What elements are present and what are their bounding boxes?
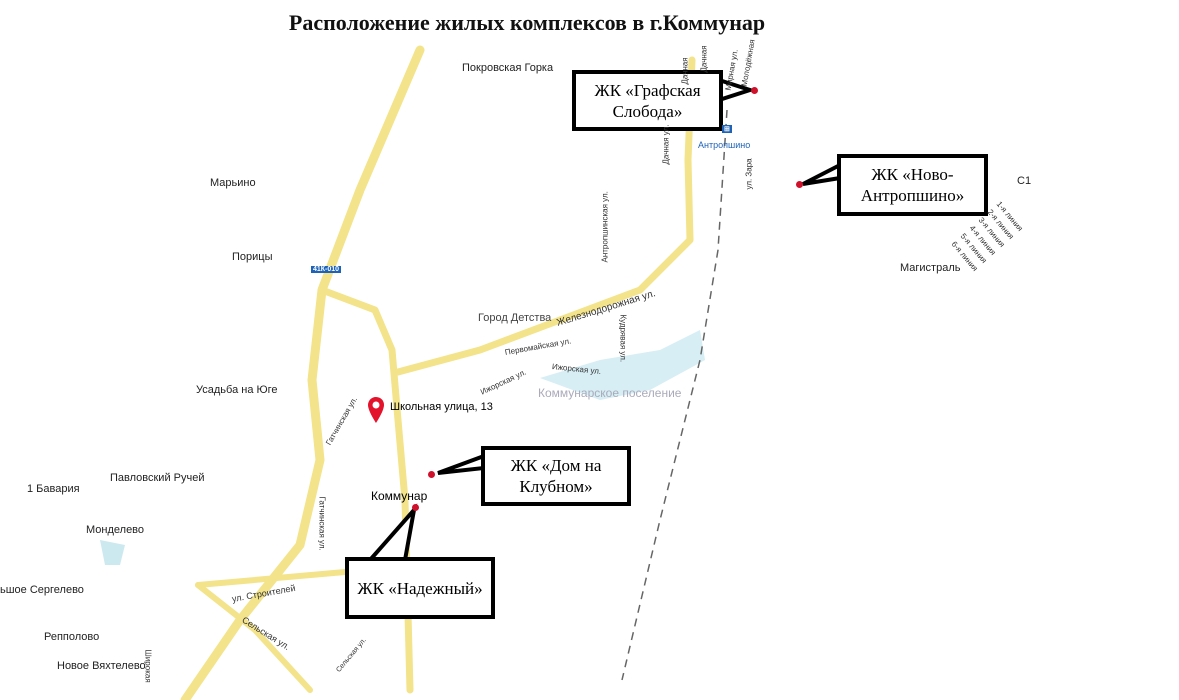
water-pond [100, 540, 125, 565]
map-title: Расположение жилых комплексов в г.Коммун… [288, 10, 766, 35]
place-magistral: Магистраль [900, 262, 961, 274]
road-stroiteley [195, 569, 348, 588]
street-antropshinskaya: Антропшинская ул. [600, 191, 610, 263]
place-reppolovo: Репполово [44, 631, 100, 643]
place-sergelevo: ьшое Сергелево [0, 584, 84, 596]
road-zheleznodorozhnaya [394, 56, 696, 376]
place-bavaria: 1 Бавария [27, 483, 80, 495]
place-kommunarskoe-poselenie: Коммунарское поселение [538, 386, 682, 400]
callout-novo-antropshino: ЖК «Ново-Антропшино» [837, 154, 988, 216]
callout-nadezhny: ЖК «Надежный» [345, 557, 495, 619]
street-gatchinskaya-2: Гатчинская ул. [317, 496, 327, 551]
place-usadba: Усадьба на Юге [196, 384, 278, 396]
place-pavlovsky: Павловский Ручей [110, 472, 205, 484]
place-kommunar: Коммунар [371, 489, 428, 503]
pointer-nadezhny [365, 503, 418, 562]
station-antropshino: Антропшино [698, 140, 751, 150]
road-badge: 41К-010 [311, 266, 342, 273]
street-dachnaya-2: Дачная [680, 57, 690, 85]
street-zarya: ул. Зара [744, 158, 754, 190]
place-s1: С1 [1017, 175, 1032, 187]
station-icon: ⊞ [722, 125, 732, 133]
marker-nadezhny[interactable] [412, 504, 419, 511]
callout-dom-na-klubnom: ЖК «Дом на Клубном» [481, 446, 631, 506]
street-shirokaya: Широкая [143, 649, 153, 683]
road-selskaya [195, 582, 313, 693]
marker-klubnom[interactable] [428, 471, 435, 478]
place-vyakhtelevo: Новое Вяхтелево [57, 660, 146, 672]
marker-novo[interactable] [796, 181, 803, 188]
water-body [540, 330, 705, 400]
place-pokrovskaya-gorka: Покровская Горка [462, 62, 554, 74]
street-dachnaya-3: Дачная [699, 45, 709, 73]
place-poritsy: Порицы [232, 251, 273, 263]
address-label: Школьная улица, 13 [390, 401, 493, 413]
street-dachnaya: Дачная ул. [661, 124, 671, 165]
place-maryino: Марьино [210, 177, 256, 189]
pointer-novo [802, 161, 842, 186]
street-kudryavaya: Кудрявая ул. [618, 314, 628, 363]
highway-41k010 [180, 45, 425, 700]
callout-grafskaya-sloboda: ЖК «Графская Слобода» [572, 70, 723, 131]
location-pin-icon[interactable] [367, 396, 385, 424]
pointer-klubnom [437, 453, 486, 475]
marker-grafskaya[interactable] [751, 87, 758, 94]
place-mondelevo: Монделево [86, 524, 145, 536]
place-gorod-detstva: Город Детства [478, 312, 552, 324]
